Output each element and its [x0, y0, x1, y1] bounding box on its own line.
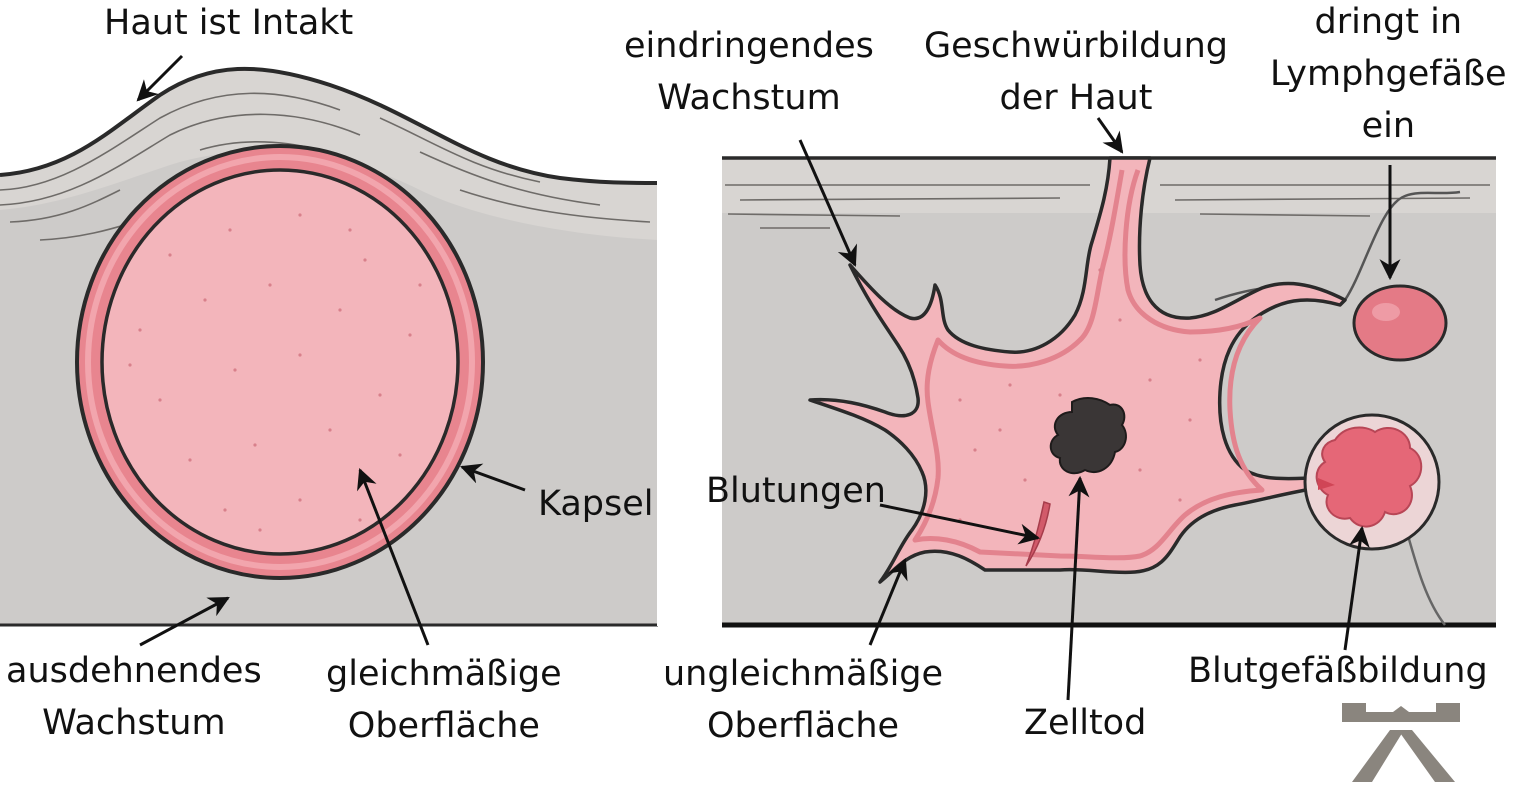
arrow-icon: [868, 558, 908, 646]
malignant-inner-rim: [912, 169, 1265, 561]
label-blutgefaessbildung: Blutgefäßbildung: [1188, 651, 1488, 691]
lymph-node: [1352, 284, 1448, 362]
arrow-icon: [1096, 117, 1124, 154]
arrow-icon: [139, 596, 230, 647]
arrow-icon: [460, 463, 526, 492]
benign-tumor-body: [100, 168, 460, 556]
arrow-icon: [879, 503, 1041, 545]
angiogenesis-mass: [1315, 426, 1423, 528]
arrow-icon: [1343, 525, 1370, 651]
label-haut-intakt: Haut ist Intakt: [104, 3, 354, 43]
necrosis-core: [1049, 397, 1127, 475]
capsule-band: [85, 154, 475, 570]
skin-lines-right: [725, 184, 1490, 229]
arrow-icon: [1066, 475, 1090, 701]
skin-lines: [0, 92, 651, 241]
tumor-speckles: [128, 213, 422, 532]
benign-skin-surface: [0, 66, 659, 185]
benign-tumor-panel: [0, 66, 659, 627]
arrow-icon: [798, 139, 857, 267]
label-kapsel: Kapsel: [538, 484, 654, 524]
annotation-arrows: [136, 54, 1401, 701]
arrow-icon: [357, 468, 430, 646]
malignant-tumor-body: [808, 156, 1347, 584]
label-blutungen: Blutungen: [706, 471, 886, 511]
brand-logo-icon: [1342, 703, 1460, 782]
label-zelltod: Zelltod: [1024, 703, 1147, 743]
arrow-icon: [136, 54, 184, 102]
